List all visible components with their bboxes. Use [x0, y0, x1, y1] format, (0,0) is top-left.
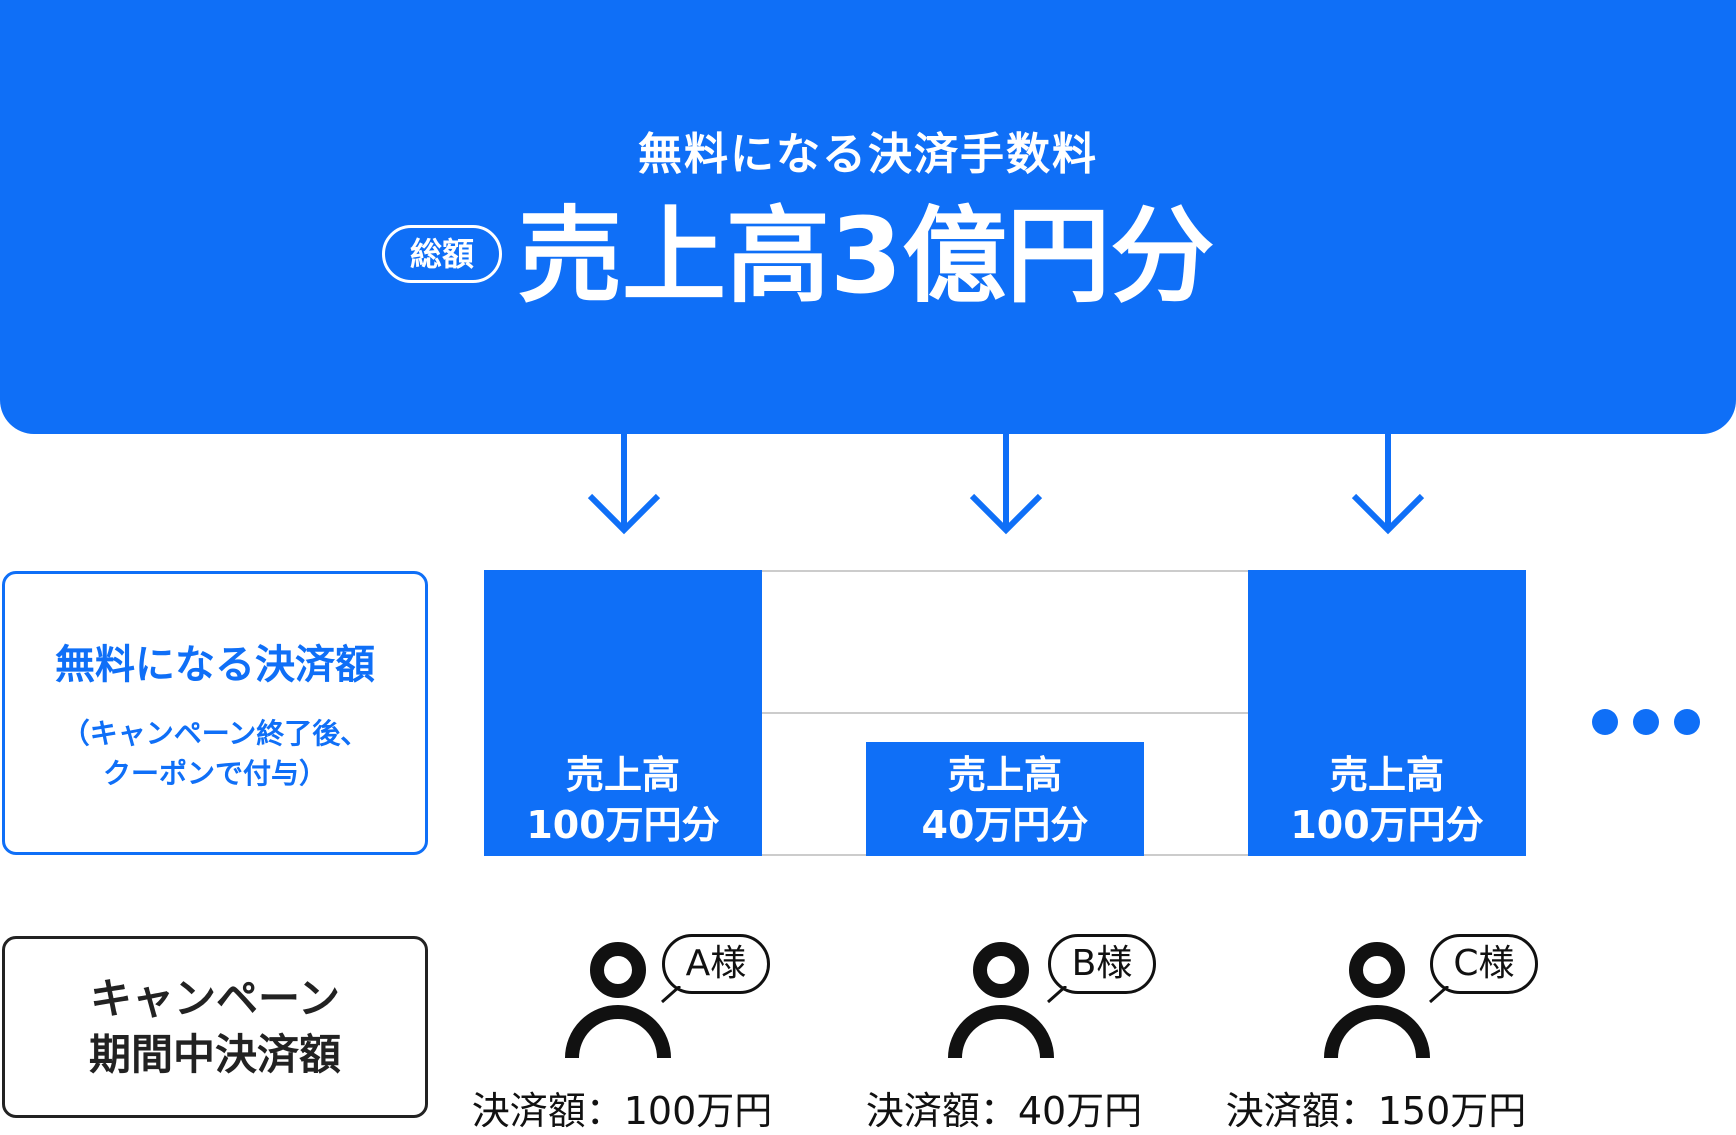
campaign-amount-label: キャンペーン 期間中決済額 — [2, 936, 428, 1118]
name-bubble: B様 — [1047, 934, 1156, 1004]
person-icon — [565, 940, 671, 1064]
bar-label-line2: 100万円分 — [1290, 803, 1484, 847]
total-badge: 総額 — [382, 225, 502, 283]
banner-subtitle: 無料になる決済手数料 — [638, 129, 1098, 180]
bar-label-line1: 売上高 — [1329, 753, 1444, 797]
bar-label-line1: 売上高 — [947, 753, 1062, 797]
customer-name: B様 — [1048, 934, 1156, 994]
bar-label-line1: 売上高 — [565, 753, 680, 797]
customer-name: C様 — [1430, 934, 1538, 994]
more-dot — [1633, 709, 1659, 735]
free-amount-label: 無料になる決済額 （キャンペーン終了後、 クーポンで付与） — [2, 571, 428, 855]
bar-label-line2: 40万円分 — [921, 803, 1089, 847]
banner-headline: 売上高3億円分 — [518, 195, 1215, 317]
total-fee-banner — [0, 0, 1736, 434]
customer-name: A様 — [662, 934, 770, 994]
campaign-label-line2: 期間中決済額 — [88, 1030, 341, 1079]
bubble-tail-icon — [1047, 986, 1067, 1004]
bar-label-line2: 100万円分 — [526, 803, 720, 847]
bubble-tail-icon — [661, 986, 681, 1004]
bar-customer-c: 売上高 100万円分 — [1248, 570, 1526, 856]
down-arrow-icon — [1348, 434, 1428, 538]
person-icon — [1324, 940, 1430, 1064]
free-amount-title: 無料になる決済額 — [55, 642, 375, 688]
more-dot — [1674, 709, 1700, 735]
bar-customer-b: 売上高 40万円分 — [866, 742, 1144, 856]
campaign-label-line1: キャンペーン — [90, 974, 340, 1023]
more-dot — [1592, 709, 1618, 735]
down-arrow-icon — [584, 434, 664, 538]
free-amount-note-line1: （キャンペーン終了後、 — [61, 717, 369, 750]
gridline-top — [484, 570, 1524, 572]
bubble-tail-icon — [1429, 986, 1449, 1004]
person-icon — [948, 940, 1054, 1064]
free-amount-note-line2: クーポンで付与） — [102, 757, 327, 790]
free-amount-note: （キャンペーン終了後、 クーポンで付与） — [62, 714, 369, 794]
down-arrow-icon — [966, 434, 1046, 538]
customer-amount: 決済額：40万円 — [865, 1089, 1143, 1133]
name-bubble: C様 — [1429, 934, 1538, 1004]
bar-customer-a: 売上高 100万円分 — [484, 570, 762, 856]
customer-amount: 決済額：100万円 — [471, 1089, 773, 1133]
name-bubble: A様 — [661, 934, 770, 1004]
gridline-middle — [484, 712, 1524, 714]
customer-amount: 決済額：150万円 — [1225, 1089, 1527, 1133]
